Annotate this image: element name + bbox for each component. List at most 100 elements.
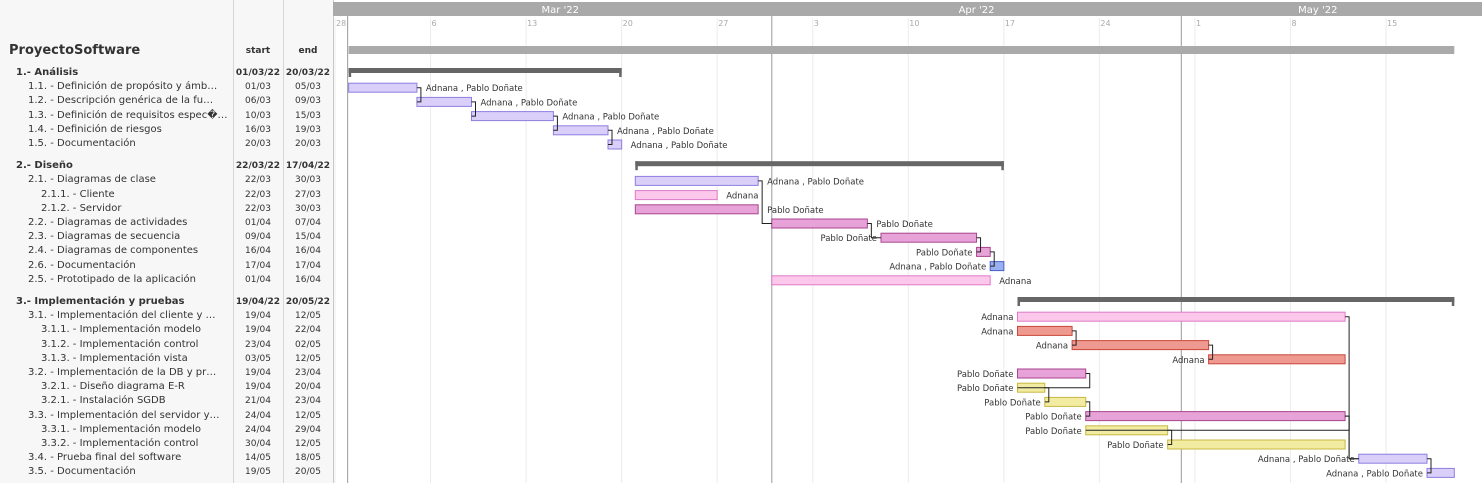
task-name: 3.3.2. - Implementación control (41, 438, 199, 449)
group-bar-cap (348, 68, 352, 77)
task-group-row[interactable]: 2.- Diseño 22/03/22 17/04/22 (0, 159, 333, 173)
task-start: 22/03 (245, 175, 271, 186)
task-resource-label: Pablo Doñate (1025, 427, 1082, 437)
panel-divider (333, 0, 334, 483)
task-resource-label: Pablo Doñate (876, 220, 933, 230)
task-resource-label: Pablo Doñate (767, 206, 824, 216)
dependency-connector (553, 115, 558, 131)
task-name: 2.2. - Diagramas de actividades (28, 217, 188, 228)
dependency-connector (1044, 387, 1050, 403)
dependency-connector (1345, 316, 1359, 460)
group-summary-bar (348, 68, 622, 73)
task-bar (1017, 368, 1087, 379)
task-resource-label: Adnana , Pablo Doñate (631, 141, 728, 151)
project-summary-bar (348, 46, 1455, 54)
task-name: 1.4. - Definición de riesgos (28, 123, 162, 135)
week-label: 6 (432, 19, 437, 28)
task-name: 2.- Diseño (16, 160, 73, 172)
task-name: 3.1.1. - Implementación modelo (41, 324, 202, 336)
project-title: ProyectoSoftware (9, 43, 141, 58)
group-bar-cap (1001, 161, 1004, 171)
task-name: 2.1.1. - Cliente (41, 188, 115, 200)
dependency-connector (608, 129, 613, 145)
month-label: Mar '22 (541, 5, 579, 16)
task-end: 07/04 (295, 218, 321, 228)
task-resource-label: Pablo Doñate (984, 398, 1041, 408)
task-bar (348, 82, 418, 93)
task-end: 20/03 (295, 139, 321, 149)
task-bar (880, 232, 978, 243)
month-header-band (333, 2, 1482, 16)
task-row[interactable]: 3.2. - Implementación de la DB y pr…19/0… (0, 366, 333, 380)
task-end: 18/05 (295, 453, 321, 464)
task-end: 20/05 (295, 467, 321, 478)
task-resource-label: Pablo Doñate (1107, 441, 1164, 451)
task-bar (771, 275, 991, 286)
task-bar (634, 204, 759, 215)
task-end: 17/04 (295, 260, 321, 271)
task-bar (634, 175, 759, 186)
task-start: 10/03 (245, 110, 271, 121)
task-end: 20/03/22 (285, 68, 331, 78)
task-bar (1208, 354, 1346, 365)
dependency-connector (1072, 330, 1077, 346)
week-label: 24 (1100, 19, 1110, 28)
task-name: 3.2.1. - Instalación SGDB (41, 395, 166, 407)
group-bar-cap (1017, 297, 1020, 306)
task-row[interactable]: 1.3. - Definición de requisitos espec�…1… (0, 109, 333, 123)
task-start: 22/03/22 (235, 161, 281, 172)
task-end: 05/03 (295, 82, 321, 93)
task-bar (552, 125, 609, 136)
week-label: 3 (814, 19, 819, 28)
start-column-header: start (245, 46, 271, 56)
task-start: 19/04 (245, 311, 271, 322)
end-column-header: end (298, 46, 318, 56)
dependency-connector (1085, 401, 1091, 417)
task-start: 19/04 (245, 382, 271, 393)
task-name: 2.1.2. - Servidor (41, 202, 122, 214)
task-bar (1044, 396, 1087, 407)
week-label: 27 (718, 19, 728, 28)
task-start: 01/03/22 (235, 68, 281, 78)
task-start: 22/03 (245, 189, 271, 200)
dependency-connector (867, 223, 881, 239)
task-bar (771, 218, 868, 229)
task-resource-label: Adnana (1172, 356, 1204, 366)
task-row[interactable]: 3.3. - Implementación del servidor y…24/… (0, 409, 333, 423)
task-resource-label: Pablo Doñate (820, 234, 877, 244)
task-row[interactable]: 1.1. - Definición de propósito y ámb…01/… (0, 80, 333, 94)
task-name: 3.1.2. - Implementación control (41, 338, 199, 350)
task-end: 17/04/22 (285, 161, 331, 172)
column-divider (283, 0, 284, 483)
task-bar (1071, 340, 1210, 351)
dependency-connector (416, 87, 422, 103)
task-start: 01/03 (245, 82, 271, 93)
task-row[interactable]: 3.1. - Implementación del cliente y …19/… (0, 309, 333, 323)
task-end: 30/03 (295, 203, 321, 214)
task-bar (1085, 411, 1346, 422)
task-bar (1358, 453, 1428, 464)
task-row[interactable]: 1.2. - Descripción genérica de la fu…06/… (0, 94, 333, 108)
task-start: 20/03 (245, 139, 271, 149)
